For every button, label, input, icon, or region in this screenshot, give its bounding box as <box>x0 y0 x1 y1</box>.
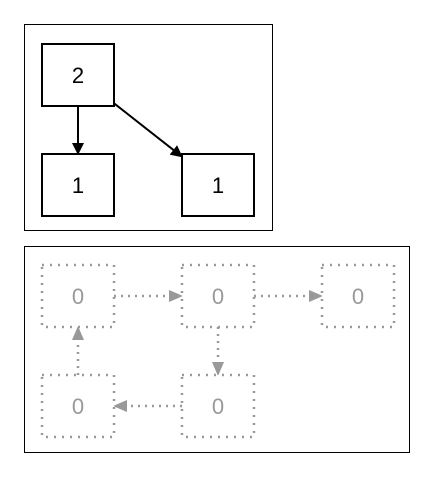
top-panel-edges <box>72 102 183 158</box>
bottom-node-b-top-mid: 0 <box>180 263 256 329</box>
top-node-label: 1 <box>72 173 84 198</box>
bottom-node-box <box>180 373 256 439</box>
top-node-t-right: 1 <box>181 153 255 217</box>
top-node-label: 1 <box>212 173 224 198</box>
bottom-node-label: 0 <box>352 284 364 309</box>
top-panel-frame <box>24 24 273 231</box>
top-node-box <box>41 43 115 107</box>
bottom-node-b-bottom-left: 0 <box>40 373 116 439</box>
bottom-node-label: 0 <box>212 394 224 419</box>
bottom-node-box <box>320 263 396 329</box>
bottom-node-b-top-right: 0 <box>320 263 396 329</box>
top-node-t-left: 1 <box>41 153 115 217</box>
bottom-node-b-bottom-mid: 0 <box>180 373 256 439</box>
bottom-panel-edges <box>72 290 323 412</box>
top-node-t-root: 2 <box>41 43 115 107</box>
top-edge-t-root-to-t-right <box>113 102 183 158</box>
top-node-box <box>181 153 255 217</box>
top-node-box <box>41 153 115 217</box>
bottom-node-box <box>180 263 256 329</box>
top-panel-nodes: 2 1 1 <box>41 43 255 217</box>
bottom-node-b-top-left: 0 <box>40 263 116 329</box>
bottom-node-label: 0 <box>212 284 224 309</box>
bottom-node-label: 0 <box>72 394 84 419</box>
bottom-node-label: 0 <box>72 284 84 309</box>
bottom-node-box <box>40 263 116 329</box>
bottom-panel-frame <box>24 246 410 453</box>
bottom-node-box <box>40 373 116 439</box>
top-node-label: 2 <box>72 63 84 88</box>
bottom-panel-nodes: 0 0 0 0 0 <box>40 263 396 439</box>
